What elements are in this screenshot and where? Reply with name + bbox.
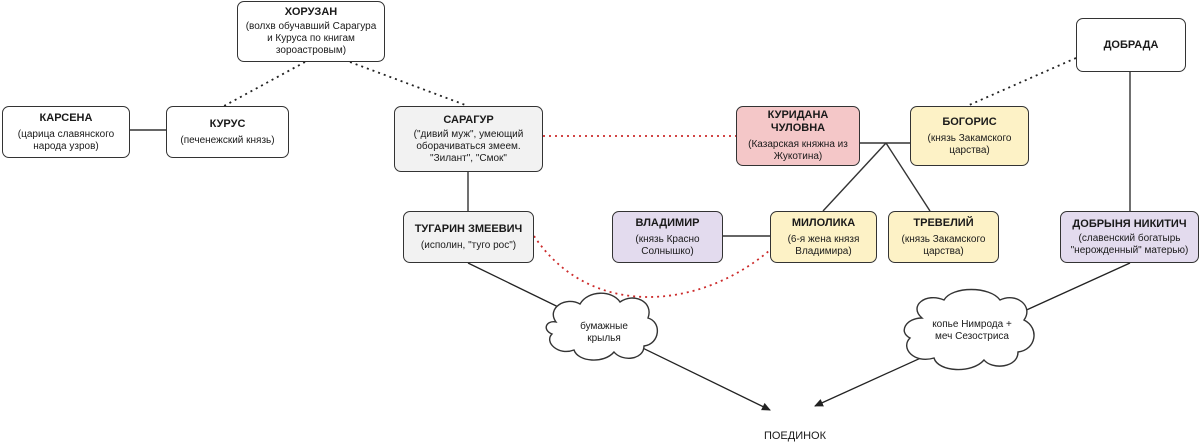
node-karsena-title: КАРСЕНА — [39, 111, 93, 124]
node-dobrynya: ДОБРЫНЯ НИКИТИЧ (славенский богатырь "не… — [1060, 211, 1199, 263]
cloud-left-shape — [545, 292, 658, 361]
node-dobrynya-subtitle: (славенский богатырь "нерожденный" матер… — [1070, 232, 1189, 256]
node-vladimir-subtitle: (князь Красно Солнышко) — [635, 233, 700, 257]
node-vladimir: ВЛАДИМИР (князь Красно Солнышко) — [612, 211, 723, 263]
node-dobrada: ДОБРАДА — [1076, 18, 1186, 72]
cloud-right-shape — [903, 288, 1035, 371]
node-milolika: МИЛОЛИКА (6-я жена князя Владимира) — [770, 211, 877, 263]
node-bogoris-title: БОГОРИС — [942, 115, 997, 128]
node-kurus: КУРУС (печенежский князь) — [166, 106, 289, 158]
line-marriage-treveliy — [885, 142, 931, 212]
line-marriage-milolika — [822, 142, 887, 212]
node-treveliy-subtitle: (князь Закамского царства) — [901, 233, 986, 257]
node-saragur-title: САРАГУР — [443, 113, 494, 126]
node-bogoris: БОГОРИС (князь Закамского царства) — [910, 106, 1029, 166]
node-treveliy: ТРЕВЕЛИЙ (князь Закамского царства) — [888, 211, 999, 263]
node-vladimir-title: ВЛАДИМИР — [635, 216, 700, 229]
node-milolika-subtitle: (6-я жена князя Владимира) — [787, 233, 860, 257]
node-tugarin: ТУГАРИН ЗМЕЕВИЧ (исполин, "туго рос") — [403, 211, 534, 263]
duel-label: ПОЕДИНОК — [763, 430, 827, 442]
node-tugarin-title: ТУГАРИН ЗМЕЕВИЧ — [414, 222, 523, 235]
node-dobrynya-title: ДОБРЫНЯ НИКИТИЧ — [1072, 217, 1187, 230]
node-milolika-title: МИЛОЛИКА — [791, 216, 856, 229]
node-treveliy-title: ТРЕВЕЛИЙ — [913, 216, 974, 229]
node-saragur: САРАГУР ("дивий муж", умеющий оборачиват… — [394, 106, 543, 172]
node-khoruzan: ХОРУЗАН (волхв обучавший Сарагура и Куру… — [237, 1, 385, 62]
node-khoruzan-subtitle: (волхв обучавший Сарагура и Куруса по кн… — [245, 21, 377, 56]
dotted-khoruzan-saragur — [349, 61, 469, 107]
node-bogoris-subtitle: (князь Закамского царства) — [927, 132, 1012, 156]
node-kurus-subtitle: (печенежский князь) — [180, 134, 275, 146]
node-saragur-subtitle: ("дивий муж", умеющий оборачиваться змее… — [413, 128, 524, 164]
node-kuridana: КУРИДАНА ЧУЛОВНА (Казарская княжна из Жу… — [736, 106, 860, 166]
node-kuridana-subtitle: (Казарская княжна из Жукотина) — [748, 139, 848, 162]
dotted-khoruzan-kurus — [223, 61, 306, 107]
node-karsena: КАРСЕНА (царица славянского народа узров… — [2, 106, 130, 158]
dotted-tugarin-milolika — [533, 235, 771, 298]
node-kurus-title: КУРУС — [209, 117, 246, 130]
node-tugarin-subtitle: (исполин, "туго рос") — [420, 239, 517, 251]
node-dobrada-title: ДОБРАДА — [1103, 38, 1159, 51]
cloud-right-label: копье Нимрода + меч Сезостриса — [932, 319, 1012, 342]
node-karsena-subtitle: (царица славянского народа узров) — [17, 128, 115, 152]
node-kuridana-title: КУРИДАНА ЧУЛОВНА — [767, 109, 829, 134]
dotted-dobrada-bogoris — [966, 57, 1077, 107]
cloud-left-label: бумажные крылья — [580, 321, 628, 344]
node-khoruzan-title: ХОРУЗАН — [284, 6, 338, 18]
